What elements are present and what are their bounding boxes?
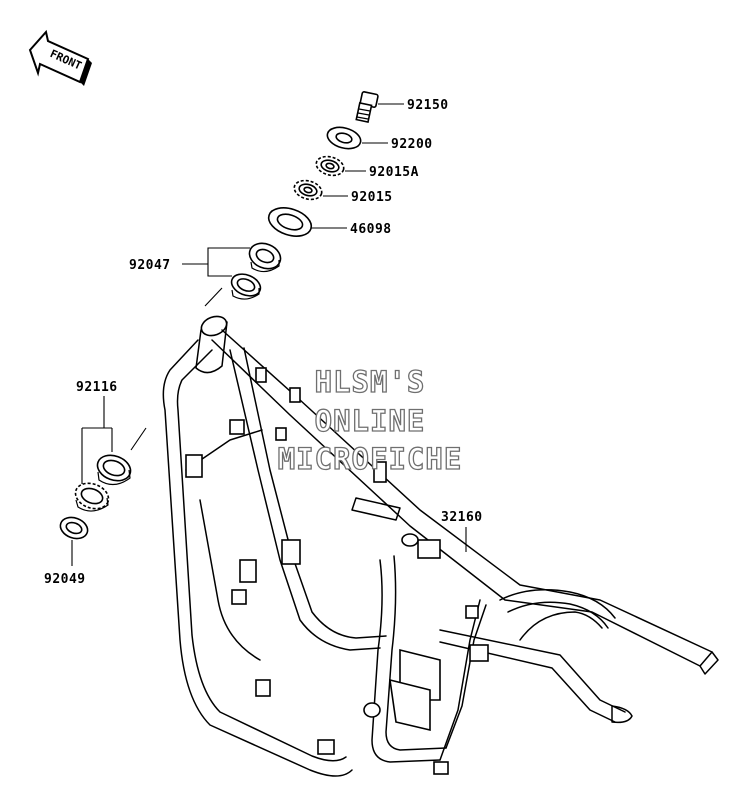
seal-92049-icon xyxy=(59,516,89,540)
part-label-92049: 92049 xyxy=(44,572,86,587)
washer-92200-icon xyxy=(326,126,362,150)
part-label-92015: 92015 xyxy=(351,190,393,205)
part-label-92200: 92200 xyxy=(391,137,433,152)
watermark-line-1: HLSM'S xyxy=(315,365,426,399)
bearing-92116-icon xyxy=(74,482,110,512)
bolt-92150-icon xyxy=(355,91,379,123)
bearing-lower-92047-icon xyxy=(230,273,262,300)
front-arrow-icon: FRONT xyxy=(28,29,92,86)
seal-46098-icon xyxy=(267,207,313,237)
frame-32160-icon xyxy=(162,315,719,777)
race-92116-icon xyxy=(96,454,132,486)
watermark-line-2: ONLINE xyxy=(315,404,426,438)
bearing-upper-92047-icon xyxy=(248,242,282,273)
part-label-32160: 32160 xyxy=(441,510,483,525)
nut-92015a-icon xyxy=(315,155,345,177)
part-label-46098: 46098 xyxy=(350,222,392,237)
nut-92015-icon xyxy=(293,179,323,201)
watermark-line-3: MICROFICHE xyxy=(278,442,463,476)
part-label-92150: 92150 xyxy=(407,98,449,113)
part-label-92116: 92116 xyxy=(76,380,118,395)
part-label-92015a: 92015A xyxy=(369,165,419,180)
part-label-92047: 92047 xyxy=(129,258,171,273)
